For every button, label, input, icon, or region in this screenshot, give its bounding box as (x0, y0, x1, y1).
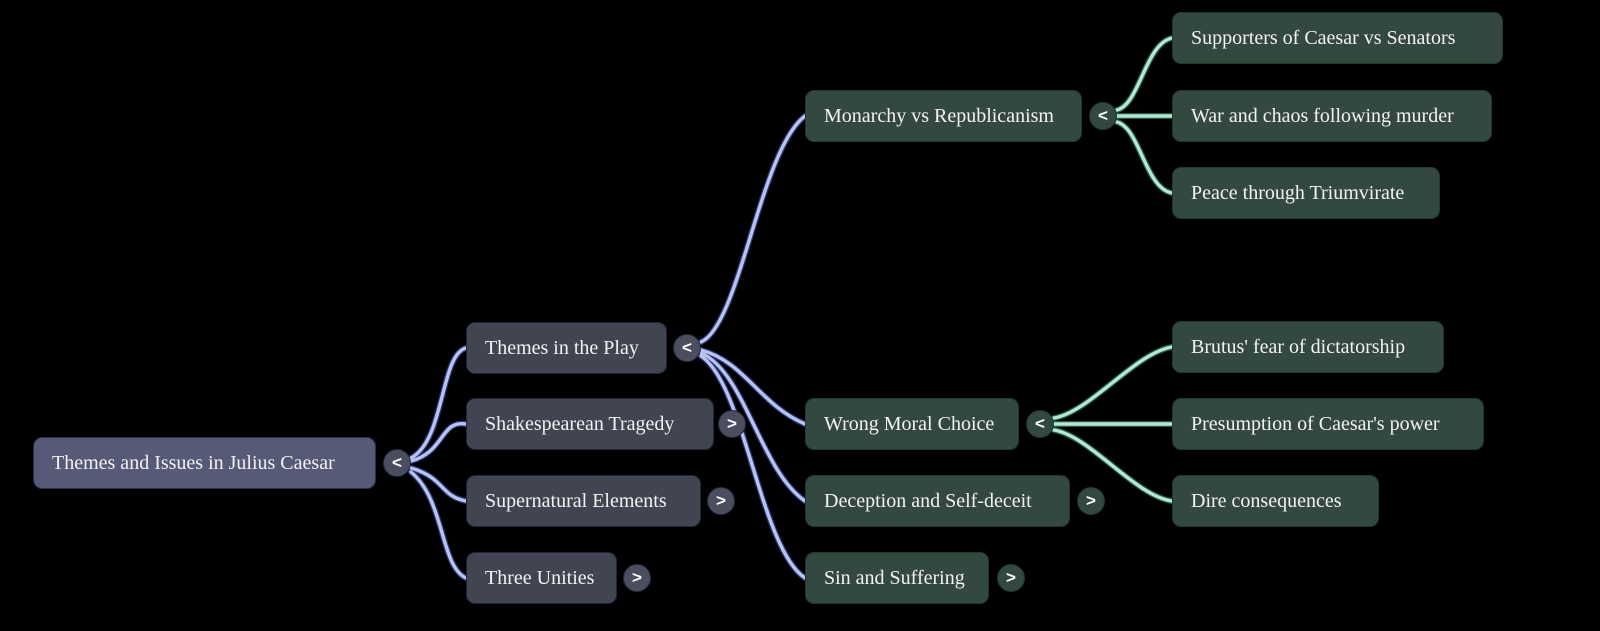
root-node-label: Themes and Issues in Julius Caesar (52, 452, 335, 474)
node-three-unities[interactable]: Three Unities (466, 552, 617, 604)
edge-monarchy-to-leaves (1114, 35, 1175, 196)
leaf-label: Dire consequences (1191, 490, 1342, 512)
node-sin-and-suffering[interactable]: Sin and Suffering (805, 552, 989, 604)
node-deception-and-self-deceit[interactable]: Deception and Self-deceit (805, 475, 1070, 527)
node-supernatural-elements[interactable]: Supernatural Elements (466, 475, 701, 527)
toggle-shakespearean-tragedy[interactable]: > (718, 410, 746, 438)
edge-moral-to-leaves (1051, 344, 1175, 504)
node-label: Shakespearean Tragedy (485, 413, 675, 435)
leaf-label: Presumption of Caesar's power (1191, 413, 1440, 435)
toggle-monarchy-vs-republicanism[interactable]: < (1089, 102, 1117, 130)
leaf-label: Peace through Triumvirate (1191, 182, 1405, 204)
node-wrong-moral-choice[interactable]: Wrong Moral Choice (805, 398, 1019, 450)
node-label: Themes in the Play (485, 337, 639, 359)
leaf-brutus-fear-of-dictatorship[interactable]: Brutus' fear of dictatorship (1172, 321, 1444, 373)
node-themes-in-the-play[interactable]: Themes in the Play (466, 322, 667, 374)
toggle-themes-in-the-play[interactable]: < (673, 334, 701, 362)
node-monarchy-vs-republicanism[interactable]: Monarchy vs Republicanism (805, 90, 1082, 142)
leaf-label: War and chaos following murder (1191, 105, 1454, 127)
toggle-sin-and-suffering[interactable]: > (997, 564, 1025, 592)
toggle-three-unities[interactable]: > (623, 564, 651, 592)
node-label: Sin and Suffering (824, 567, 965, 589)
edge-moral-to-leaves-core (1052, 345, 1174, 503)
node-label: Three Unities (485, 567, 595, 589)
edge-root-to-themes-core (409, 346, 468, 580)
leaf-war-and-chaos-following-murder[interactable]: War and chaos following murder (1172, 90, 1492, 142)
leaf-label: Supporters of Caesar vs Senators (1191, 27, 1456, 49)
root-node[interactable]: Themes and Issues in Julius Caesar (33, 437, 376, 489)
root-toggle[interactable]: < (383, 449, 411, 477)
toggle-deception-and-self-deceit[interactable]: > (1077, 487, 1105, 515)
leaf-dire-consequences[interactable]: Dire consequences (1172, 475, 1379, 527)
node-label: Monarchy vs Republicanism (824, 105, 1054, 127)
leaf-supporters-of-caesar-vs-senators[interactable]: Supporters of Caesar vs Senators (1172, 12, 1503, 64)
toggle-wrong-moral-choice[interactable]: < (1026, 410, 1054, 438)
leaf-presumption-of-caesars-power[interactable]: Presumption of Caesar's power (1172, 398, 1484, 450)
node-label: Wrong Moral Choice (824, 413, 995, 435)
leaf-peace-through-triumvirate[interactable]: Peace through Triumvirate (1172, 167, 1440, 219)
node-shakespearean-tragedy[interactable]: Shakespearean Tragedy (466, 398, 714, 450)
node-label: Supernatural Elements (485, 490, 667, 512)
toggle-supernatural-elements[interactable]: > (707, 487, 735, 515)
edge-root-to-themes (408, 345, 469, 581)
node-label: Deception and Self-deceit (824, 490, 1032, 512)
edge-monarchy-to-leaves-core (1115, 36, 1174, 195)
leaf-label: Brutus' fear of dictatorship (1191, 336, 1406, 358)
